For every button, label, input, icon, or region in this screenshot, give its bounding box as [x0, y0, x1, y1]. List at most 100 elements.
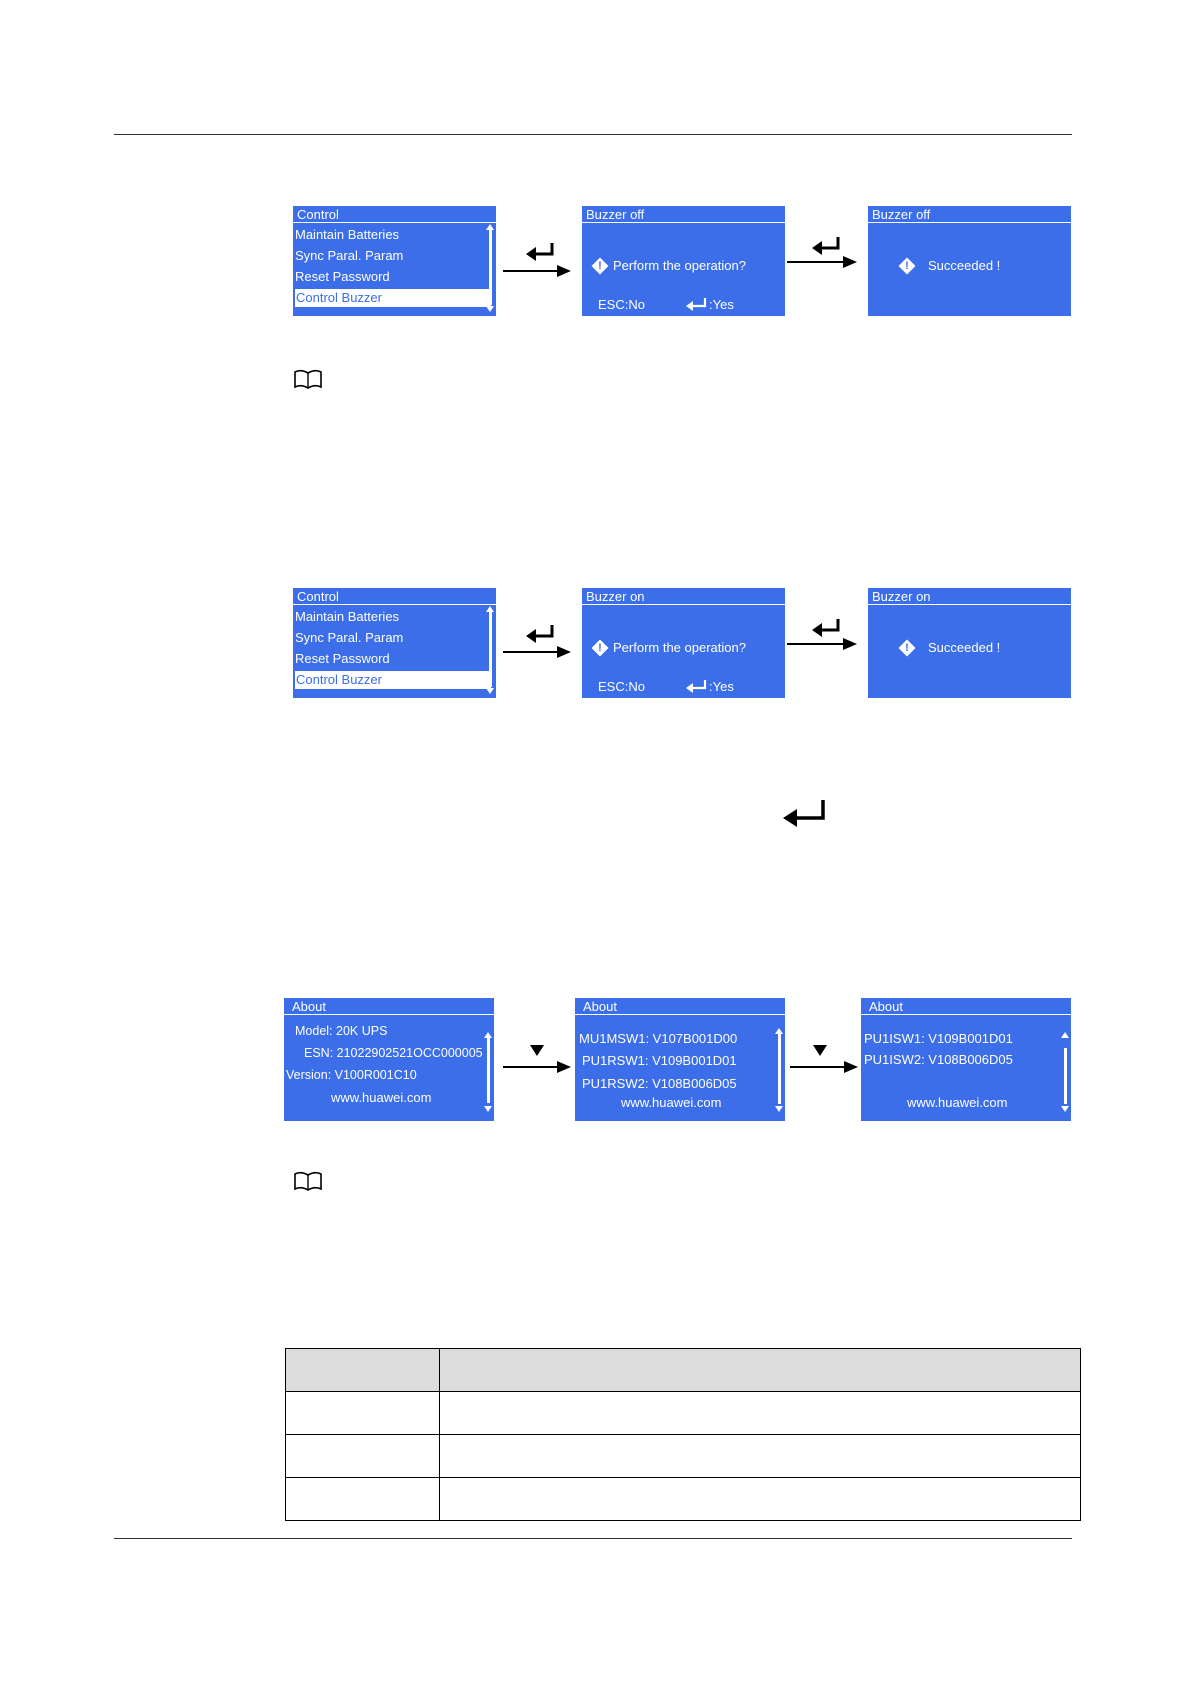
- website-text: www.huawei.com: [621, 1095, 722, 1110]
- lcd-result-screen: Buzzer on ! Succeeded !: [868, 588, 1071, 698]
- warning-icon-mark: !: [598, 642, 602, 654]
- confirm-question: Perform the operation?: [613, 258, 746, 273]
- table-cell: [439, 1434, 1081, 1478]
- right-arrow-icon: [790, 1066, 844, 1068]
- menu-item-sync-paral-param: Sync Paral. Param: [295, 248, 404, 263]
- right-arrow-head: [557, 646, 571, 658]
- scrollbar: [489, 612, 492, 687]
- scroll-down-icon: [484, 1106, 492, 1112]
- table-row: [285, 1391, 1081, 1435]
- table-cell: [439, 1391, 1081, 1435]
- parameter-table: [285, 1348, 1081, 1521]
- right-arrow-head: [843, 638, 857, 650]
- table-header-cell: [285, 1348, 440, 1392]
- table-row: [285, 1434, 1081, 1478]
- screen-title: About: [861, 998, 1071, 1015]
- confirm-question: Perform the operation?: [613, 640, 746, 655]
- scrollbar: [1064, 1048, 1067, 1104]
- footer-rule: [114, 1538, 1072, 1539]
- yes-label: :Yes: [709, 679, 734, 694]
- menu-item-control-buzzer: Control Buzzer: [295, 289, 491, 307]
- warning-icon-mark: !: [905, 260, 909, 272]
- menu-item-reset-password: Reset Password: [295, 651, 390, 666]
- lcd-confirm-screen: Buzzer off ! Perform the operation? ESC:…: [582, 206, 785, 316]
- table-header-row: [285, 1348, 1081, 1392]
- table-cell: [285, 1477, 440, 1521]
- down-key-icon: [530, 1045, 544, 1056]
- enter-icon: [812, 619, 840, 637]
- enter-icon: [526, 625, 554, 643]
- right-arrow-icon: [787, 261, 843, 263]
- table-cell: [285, 1434, 440, 1478]
- screen-title: Buzzer on: [582, 588, 785, 605]
- screen-title: Buzzer off: [582, 206, 785, 223]
- lcd-confirm-screen: Buzzer on ! Perform the operation? ESC:N…: [582, 588, 785, 698]
- scroll-up-icon: [484, 1032, 492, 1038]
- enter-icon: [783, 800, 825, 827]
- enter-icon: [686, 680, 707, 693]
- right-arrow-icon: [787, 643, 843, 645]
- screen-title: Buzzer on: [868, 588, 1071, 605]
- lcd-control-menu: Control Maintain Batteries Sync Paral. P…: [293, 588, 496, 698]
- lcd-about-screen-1: About Model: 20K UPS ESN: 21022902521OCC…: [284, 998, 494, 1121]
- esc-no-label: ESC:No: [598, 679, 645, 694]
- screen-title: Buzzer off: [868, 206, 1071, 223]
- esc-no-label: ESC:No: [598, 297, 645, 312]
- lcd-about-screen-3: About PU1ISW1: V109B001D01 PU1ISW2: V108…: [861, 998, 1071, 1121]
- yes-label: :Yes: [709, 297, 734, 312]
- scroll-up-icon: [486, 606, 494, 612]
- scroll-down-icon: [775, 1106, 783, 1112]
- right-arrow-head: [844, 1061, 858, 1073]
- scrollbar: [489, 230, 492, 305]
- enter-icon: [526, 243, 554, 261]
- right-arrow-head: [843, 256, 857, 268]
- book-icon: [294, 369, 322, 389]
- warning-icon-mark: !: [905, 642, 909, 654]
- scrollbar: [778, 1034, 781, 1104]
- lcd-control-menu: Control Maintain Batteries Sync Paral. P…: [293, 206, 496, 316]
- version-line-3: PU1RSW2: V108B006D05: [582, 1076, 737, 1091]
- screen-title: About: [575, 998, 785, 1015]
- table-cell: [285, 1391, 440, 1435]
- version-line-1: MU1MSW1: V107B001D00: [579, 1031, 738, 1046]
- lcd-result-screen: Buzzer off ! Succeeded !: [868, 206, 1071, 316]
- right-arrow-head: [557, 1061, 571, 1073]
- table-header-cell: [439, 1348, 1081, 1392]
- menu-item-control-buzzer: Control Buzzer: [295, 671, 491, 689]
- esn-text: ESN: 21022902521OCC000005: [304, 1046, 483, 1060]
- enter-icon: [686, 298, 707, 311]
- model-text: Model: 20K UPS: [295, 1024, 388, 1038]
- screen-title: Control: [293, 588, 496, 605]
- version-text: Version: V100R001C10: [286, 1068, 417, 1082]
- down-key-icon: [813, 1045, 827, 1056]
- scroll-down-icon: [486, 688, 494, 694]
- scroll-up-icon: [1061, 1032, 1069, 1038]
- screen-title: Control: [293, 206, 496, 223]
- scrollbar: [487, 1038, 490, 1103]
- right-arrow-icon: [503, 651, 557, 653]
- enter-icon: [812, 237, 840, 255]
- scroll-down-icon: [1061, 1106, 1069, 1112]
- right-arrow-head: [557, 265, 571, 277]
- menu-item-maintain-batteries: Maintain Batteries: [295, 227, 400, 242]
- menu-item-maintain-batteries: Maintain Batteries: [295, 609, 400, 624]
- version-line-2: PU1RSW1: V109B001D01: [582, 1053, 737, 1068]
- version-line-2: PU1ISW2: V108B006D05: [864, 1052, 1013, 1067]
- screen-title: About: [284, 998, 494, 1015]
- right-arrow-icon: [503, 270, 557, 272]
- header-rule: [114, 134, 1072, 135]
- menu-item-sync-paral-param: Sync Paral. Param: [295, 630, 404, 645]
- scroll-up-icon: [486, 224, 494, 230]
- scroll-up-icon: [775, 1028, 783, 1034]
- version-line-1: PU1ISW1: V109B001D01: [864, 1031, 1013, 1046]
- website-text: www.huawei.com: [331, 1090, 432, 1105]
- warning-icon-mark: !: [598, 260, 602, 272]
- website-text: www.huawei.com: [907, 1095, 1008, 1110]
- table-row: [285, 1477, 1081, 1521]
- result-message: Succeeded !: [928, 640, 1001, 655]
- right-arrow-icon: [503, 1066, 557, 1068]
- menu-item-reset-password: Reset Password: [295, 269, 390, 284]
- scroll-down-icon: [486, 306, 494, 312]
- book-icon: [294, 1171, 322, 1191]
- lcd-about-screen-2: About MU1MSW1: V107B001D00 PU1RSW1: V109…: [575, 998, 785, 1121]
